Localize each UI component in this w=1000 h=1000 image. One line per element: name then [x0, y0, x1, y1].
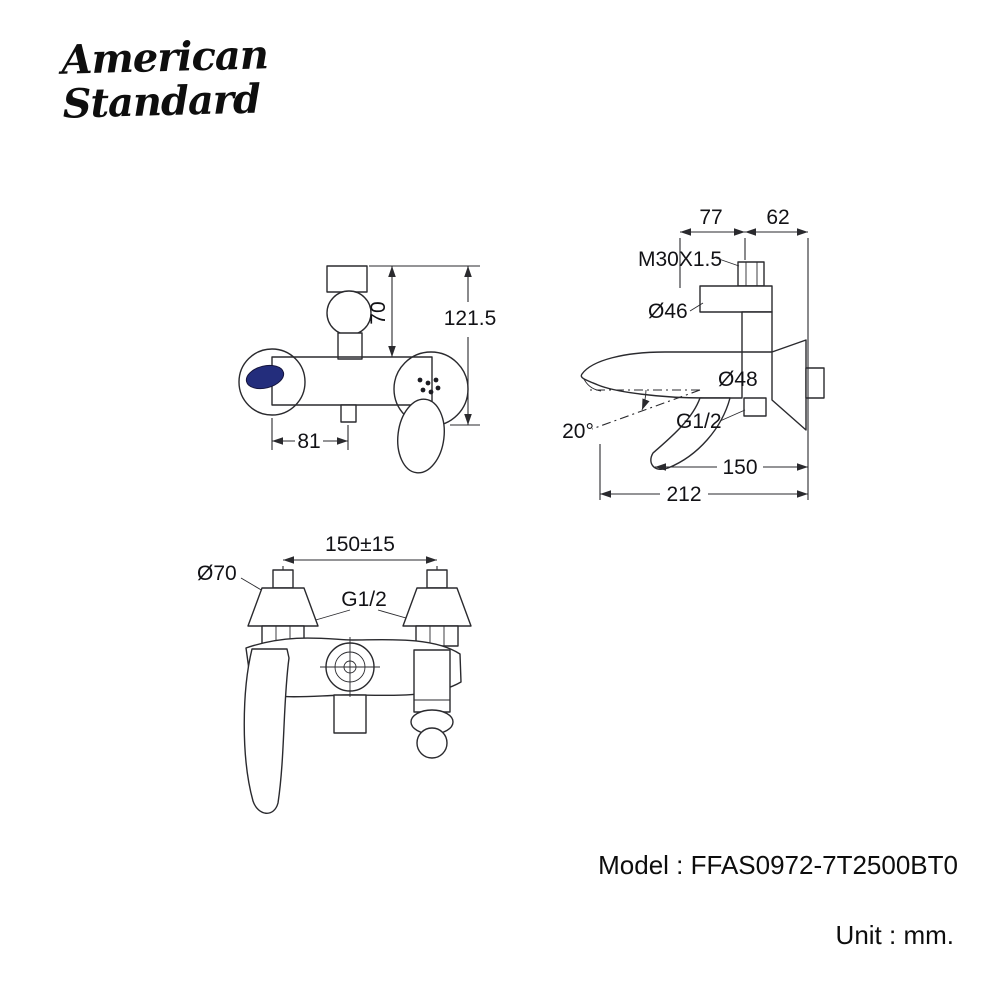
- escutcheon: [771, 339, 807, 431]
- side-view-dimensions: 77 62 M30X1.5 Ø46 Ø48 G1/2 20° 150 21: [562, 206, 809, 506]
- handle-side: [650, 397, 731, 470]
- unit-label: Unit : mm.: [835, 920, 954, 950]
- bottom-view-dimensions: 150±15 Ø70 G1/2: [197, 533, 438, 625]
- spout: [580, 351, 743, 399]
- dim-77: 77: [699, 206, 722, 229]
- dim-150-15: 150±15: [325, 533, 395, 556]
- bottom-view: 150±15 Ø70 G1/2: [197, 533, 472, 814]
- model-number: Model : FFAS0972-7T2500BT0: [598, 850, 958, 880]
- label-dia48: Ø48: [718, 368, 758, 391]
- handle-lever: [397, 398, 445, 474]
- dim-150: 150: [722, 456, 757, 479]
- side-view: 77 62 M30X1.5 Ø46 Ø48 G1/2 20° 150 21: [562, 206, 825, 506]
- bottom-view-outline: [243, 569, 472, 814]
- dim-81: 81: [297, 430, 320, 453]
- label-dia46: Ø46: [648, 300, 688, 323]
- right-flange-cone: [402, 587, 472, 627]
- side-view-outline: [580, 261, 825, 470]
- left-flange-cone: [247, 587, 319, 627]
- dim-212: 212: [666, 483, 701, 506]
- outlet-detail: [245, 364, 285, 390]
- dim-70: 70: [367, 301, 390, 324]
- label-g12-bottom: G1/2: [341, 588, 387, 611]
- handle-bottom: [243, 648, 290, 814]
- label-angle: 20°: [562, 420, 594, 443]
- label-g12-side: G1/2: [676, 410, 722, 433]
- diverter-cylinder: [413, 649, 451, 713]
- front-view: 70 121.5 81: [238, 265, 497, 474]
- dim-62: 62: [766, 206, 789, 229]
- dim-121-5: 121.5: [444, 307, 497, 330]
- thread-fitting: [737, 261, 765, 287]
- front-view-outline: [238, 265, 469, 474]
- label-thread: M30X1.5: [638, 248, 722, 271]
- aerator-dots: [417, 377, 441, 395]
- front-view-dimensions: 70 121.5 81: [271, 265, 497, 453]
- label-dia70: Ø70: [197, 562, 237, 585]
